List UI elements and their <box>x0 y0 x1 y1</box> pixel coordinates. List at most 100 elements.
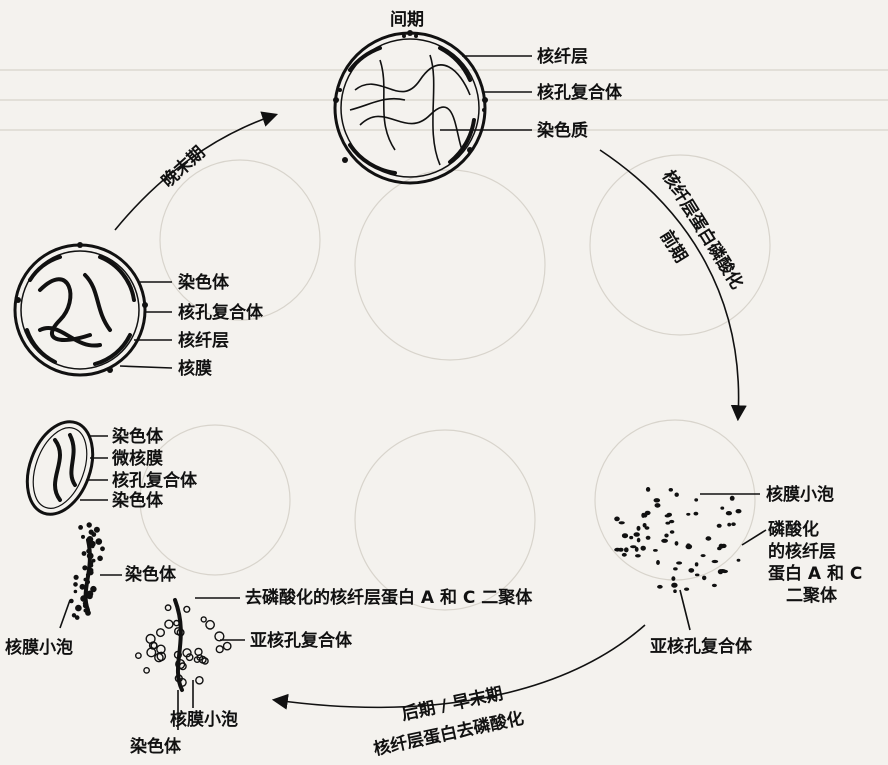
metaphase-label-phosphorylated-1: 磷酸化 <box>768 519 819 540</box>
nuclear-vesicle <box>665 521 671 525</box>
nuclear-vesicle <box>693 511 699 516</box>
nuclear-vesicle <box>645 535 651 540</box>
nuclear-vesicle <box>668 488 673 492</box>
membrane-vesicle <box>82 565 88 571</box>
lamin-dimer <box>173 619 180 627</box>
background-ghost-figures <box>0 69 888 611</box>
nuclear-vesicle <box>736 558 741 562</box>
metaphase-label-phosphorylated-2: 的核纤层 <box>768 541 836 562</box>
membrane-vesicle <box>86 580 90 584</box>
nuclear-vesicle <box>674 492 679 497</box>
nuclear-vesicle <box>674 541 679 546</box>
lamin-dimer <box>178 662 187 671</box>
membrane-vesicle <box>81 534 85 539</box>
membrane-vesicle <box>78 525 83 530</box>
nuclear-vesicle <box>634 546 639 552</box>
nuclear-vesicle <box>633 532 640 537</box>
mid-telophase-label-pore-complex: 核孔复合体 <box>112 470 198 491</box>
mid-telophase-label-micronuclear-membrane: 微核膜 <box>111 448 163 469</box>
nuclear-vesicle <box>705 536 712 541</box>
nuclear-vesicle <box>711 583 717 588</box>
nuclear-vesicle <box>673 589 677 593</box>
nuclear-vesicle <box>624 547 629 553</box>
membrane-vesicle <box>88 563 94 568</box>
membrane-vesicle <box>80 595 87 602</box>
lamin-dimer <box>214 631 225 642</box>
membrane-vesicle <box>86 522 92 528</box>
nuclear-vesicle <box>654 503 661 508</box>
arrow-to-interphase <box>114 111 279 231</box>
nuclear-vesicle <box>645 487 651 492</box>
metaphase-label-phosphorylated-4: 二聚体 <box>786 585 838 606</box>
nuclear-vesicle <box>641 512 646 518</box>
lamin-dimer <box>201 657 209 665</box>
interphase-nucleus: 间期 核纤层 核孔复合体 染色质 <box>333 9 623 185</box>
nuclear-vesicle <box>716 523 722 528</box>
membrane-vesicle <box>74 615 80 620</box>
metaphase-label-phosphorylated-3: 蛋白 A 和 C <box>768 563 862 584</box>
membrane-vesicle <box>81 551 87 556</box>
mid-telophase-label-chromosome: 染色体 <box>112 426 164 447</box>
lamin-dimer <box>200 616 207 623</box>
arrow-anaphase <box>271 624 646 710</box>
nuclear-vesicle <box>642 523 647 528</box>
nuclear-vesicle <box>727 522 732 527</box>
nuclear-vesicle <box>669 530 675 534</box>
early-telophase-label-subpore: 亚核孔复合体 <box>250 630 353 651</box>
early-telophase-label-dephos-lamin: 去磷酸化的核纤层蛋白 A 和 C 二聚体 <box>245 587 533 608</box>
nuclear-vesicle <box>644 510 651 516</box>
early-telophase-label-vesicle-left: 核膜小泡 <box>5 637 73 658</box>
metaphase-vesicle-field <box>614 487 742 593</box>
nuclear-vesicle <box>694 573 700 577</box>
mid-telophase-label-chromosome-2: 染色体 <box>112 490 164 511</box>
interphase-label-chromatin: 染色质 <box>537 120 588 141</box>
membrane-vesicle <box>90 585 97 593</box>
nuclear-vesicle <box>694 498 699 502</box>
late-telophase-label-lamina: 核纤层 <box>178 330 229 351</box>
nuclear-vesicle <box>618 521 625 525</box>
membrane-vesicle <box>90 544 95 549</box>
nuclear-vesicle <box>671 582 678 588</box>
nuclear-vesicle <box>635 554 641 558</box>
early-telophase-figures: 染色体 去磷酸化的核纤层蛋白 A 和 C 二聚体 亚核孔复合体 核膜小泡 染色体… <box>5 522 533 757</box>
nuclear-vesicle <box>653 549 658 552</box>
nuclear-vesicle <box>629 535 634 540</box>
metaphase-label-subpore-complex: 亚核孔复合体 <box>650 636 753 657</box>
lamin-dimer <box>155 628 165 638</box>
late-telophase-label-pore-complex: 核孔复合体 <box>178 302 264 323</box>
nuclear-vesicle <box>621 552 627 557</box>
membrane-vesicle <box>86 552 94 560</box>
membrane-vesicle <box>71 613 77 618</box>
nuclear-vesicle <box>694 562 699 567</box>
nuclear-vesicle <box>729 495 735 501</box>
lamin-dimer <box>177 677 187 687</box>
nuclear-vesicle <box>644 526 650 530</box>
early-telophase-label-chromosome: 染色体 <box>125 564 177 585</box>
lamin-dimer <box>215 645 224 654</box>
interphase-label-lamina: 核纤层 <box>537 46 588 67</box>
nuclear-vesicle <box>657 584 663 589</box>
lamin-dimer <box>164 604 172 612</box>
membrane-vesicle <box>79 583 86 590</box>
nuclear-vesicle <box>688 568 695 573</box>
lamin-dimer <box>175 658 186 670</box>
nuclear-vesicle <box>686 512 691 516</box>
membrane-vesicle <box>86 548 91 554</box>
nuclear-vesicle <box>684 587 690 591</box>
nuclear-vesicle <box>735 509 742 514</box>
lamin-dimer <box>222 641 232 651</box>
nuclear-vesicle <box>686 543 691 547</box>
lamin-dimer <box>205 619 216 630</box>
membrane-vesicle <box>93 526 100 533</box>
lamin-dimer <box>195 676 204 685</box>
membrane-vesicle <box>86 593 93 600</box>
nuclear-vesicle <box>661 538 668 543</box>
nuclear-vesicle <box>671 576 676 581</box>
nuclear-vesicle <box>718 543 724 549</box>
nuclear-vesicle <box>673 567 678 571</box>
nuclear-vesicle <box>676 561 683 565</box>
membrane-vesicle <box>91 532 97 537</box>
nuclear-vesicle <box>731 522 736 526</box>
interphase-label-pore-complex: 核孔复合体 <box>537 82 623 103</box>
